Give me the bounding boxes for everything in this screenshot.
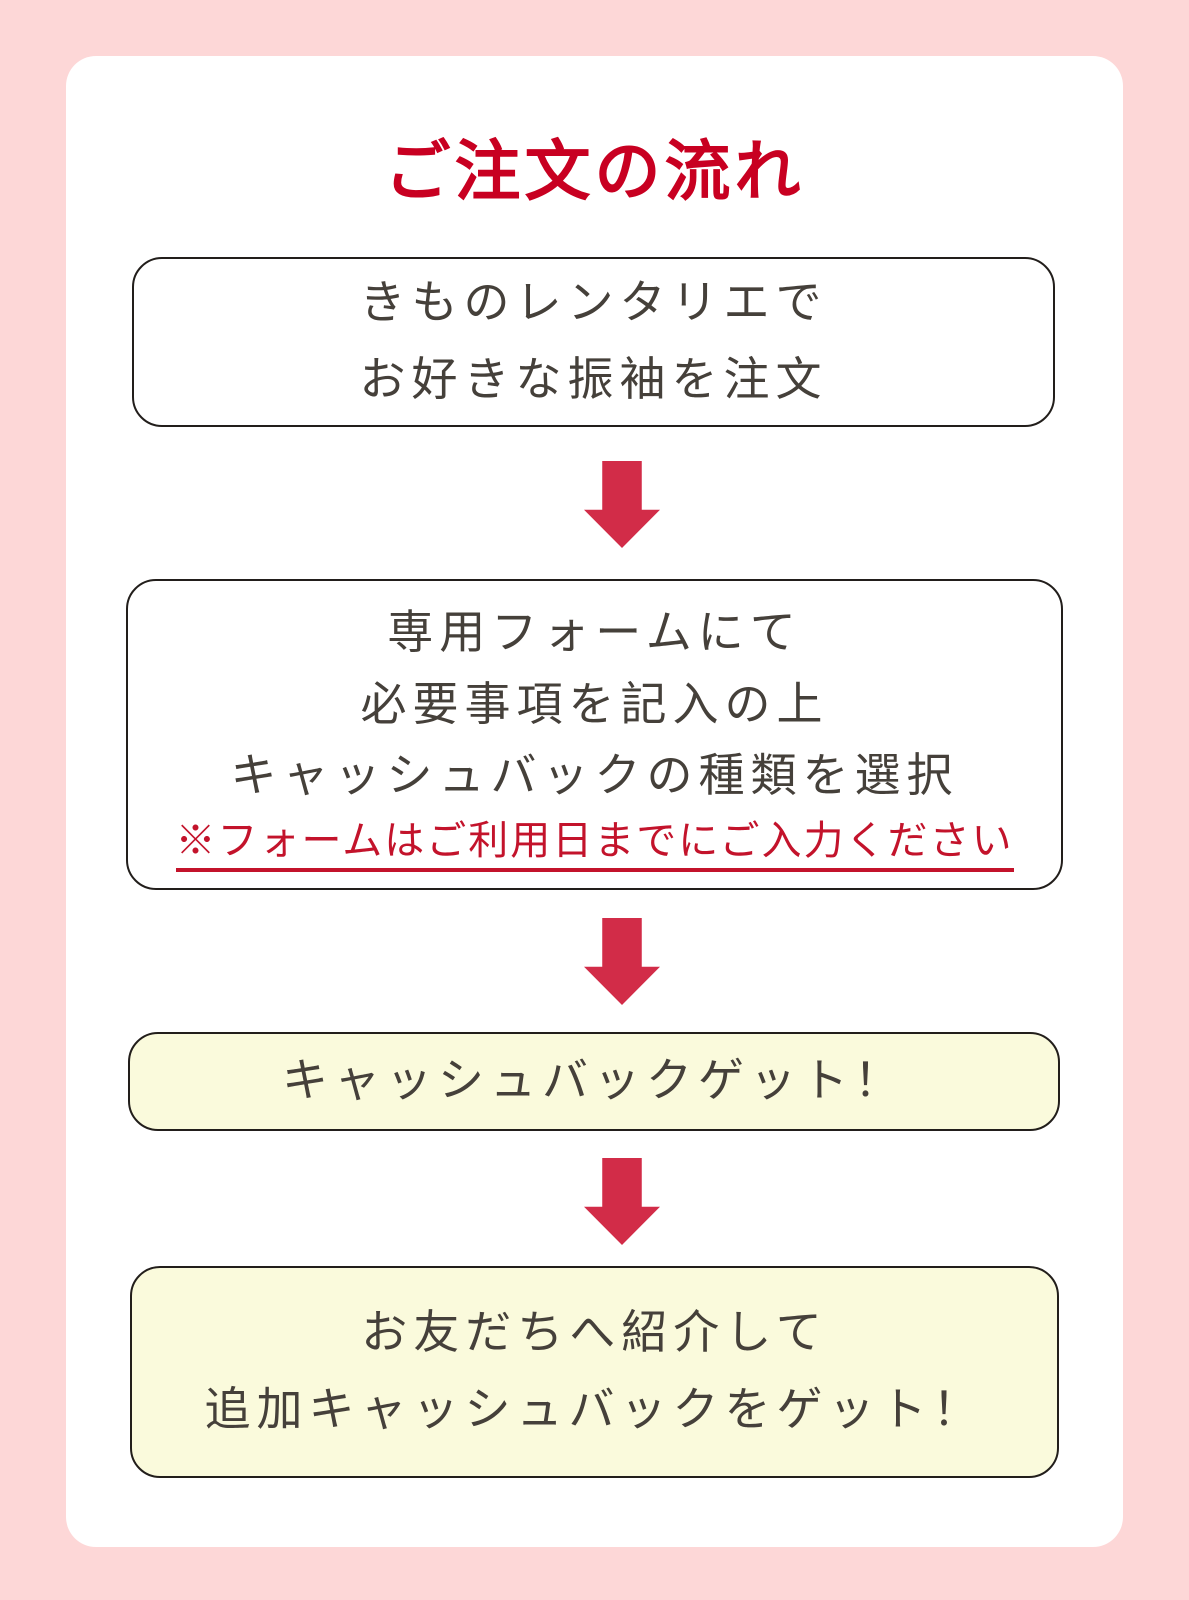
step-2-line-1: 専用フォームにて [387, 606, 802, 658]
step-1-box: きものレンタリエで お好きな振袖を注文 [132, 257, 1055, 427]
step-4-line-2: 追加キャッシュバックをゲット！ [204, 1384, 985, 1435]
down-arrow-icon [584, 461, 660, 548]
step-2-box: 専用フォームにて 必要事項を記入の上 キャッシュバックの種類を選択 ※フォームは… [126, 579, 1063, 890]
down-arrow-icon [584, 918, 660, 1005]
step-2-line-3: キャッシュバックの種類を選択 [230, 750, 959, 802]
step-3-line-1: キャッシュバックゲット！ [282, 1055, 906, 1107]
down-arrow-icon [584, 1158, 660, 1245]
page-title: ご注文の流れ [384, 136, 805, 210]
step-2-note: ※フォームはご利用日までにご入力ください [175, 818, 1014, 873]
step-4-box: お友だちへ紹介して 追加キャッシュバックをゲット！ [130, 1266, 1059, 1478]
step-1-line-2: お好きな振袖を注文 [359, 354, 828, 405]
step-2-line-2: 必要事項を記入の上 [360, 678, 829, 730]
step-4-line-1: お友だちへ紹介して [361, 1307, 828, 1359]
step-3-box: キャッシュバックゲット！ [128, 1032, 1060, 1131]
content-card: ご注文の流れ きものレンタリエで お好きな振袖を注文 専用フォームにて 必要事項… [66, 56, 1123, 1547]
step-1-line-1: きものレンタリエで [359, 277, 828, 329]
